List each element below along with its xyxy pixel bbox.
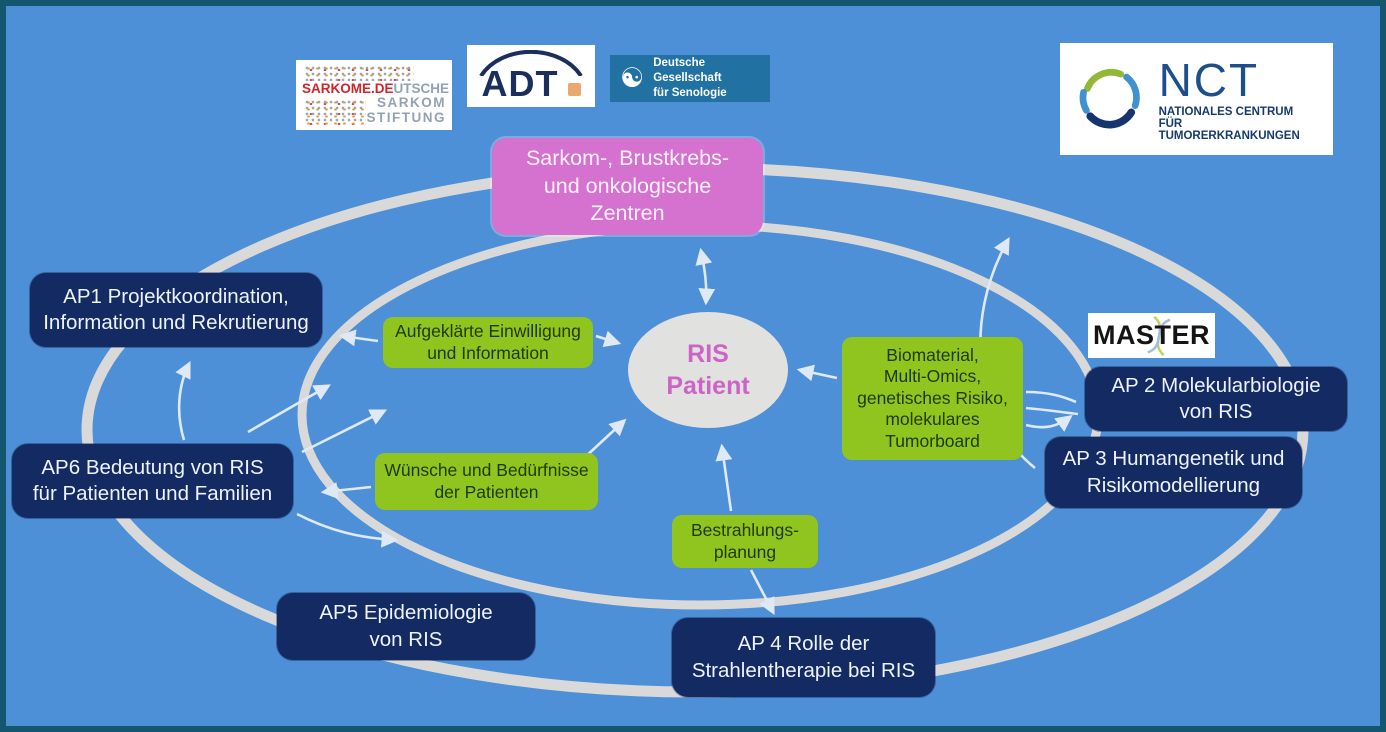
arrow-ap6-right [296,512,399,548]
arrow-ap6-center-1 [247,384,331,434]
nct-subtitle: NATIONALES CENTRUM FÜR TUMORERKRANKUNGEN [1158,105,1300,142]
ap5-label: AP5 Epidemiologie von RIS [319,601,493,651]
master-logo-text: MASTER [1093,320,1210,350]
arrow-wuensche-ap6 [320,482,372,499]
nct-logo: NCT NATIONALES CENTRUM FÜR TUMORERKRANKU… [1060,43,1333,155]
ap6-box: AP6 Bedeutung von RIS für Patienten und … [12,444,293,518]
nct-text: NCT NATIONALES CENTRUM FÜR TUMORERKRANKU… [1159,57,1319,142]
ap4-label: AP 4 Rolle der Strahlentherapie bei RIS [691,632,916,682]
ris-patient-label: RIS Patient [666,339,750,401]
arrow-biomaterial-ap2 [1025,414,1073,432]
hub-zentren-box: Sarkom-, Brustkrebs- und onkologische Ze… [492,138,763,235]
topic-biomaterial-label: Biomaterial, Multi-Omics, genetisches Ri… [857,345,1008,451]
topic-bestrahlung-box: Bestrahlungs- planung [672,515,818,568]
arrow-einwilligung-center [595,330,622,347]
nct-abbr: NCT [1158,53,1260,106]
dna-helix-icon [1147,315,1171,357]
arrow-biomaterial-center [796,364,838,382]
arrow-hub-center [695,247,716,306]
arrow-ap6-ap1 [175,360,191,441]
arrow-einwilligung-ap1 [338,329,379,347]
senologie-line1: Deutsche Gesellschaft [653,57,722,85]
ap1-label: AP1 Projektkoordination, Information und… [43,284,309,334]
ap4-box: AP 4 Rolle der Strahlentherapie bei RIS [672,618,935,697]
ap2-label: AP 2 Molekularbiologie von RIS [1111,373,1321,423]
topic-bestrahlung-label: Bestrahlungs- planung [691,520,799,562]
line-biomaterial-ap2-2 [1025,406,1079,416]
ap3-label: AP 3 Humangenetik und Risikomodellierung [1062,447,1285,497]
adt-logo: ADT [467,45,595,107]
topic-wuensche-label: Wünsche und Bedürfnisse der Patienten [384,460,589,502]
master-logo: MASTER [1088,313,1215,358]
sarkome-line2: SARKOM [377,95,446,111]
sarkome-logo: SARKOME.DEUTSCHE SARKOM STIFTUNG [296,60,452,130]
sarkome-dots-pattern [304,65,414,81]
arrow-bestrahlung-center [715,443,733,512]
adt-orange-square-icon [567,83,581,96]
senologie-logo: ☯ Deutsche Gesellschaft für Senologie [610,55,770,102]
nct-ring-icon [1079,69,1140,129]
topic-biomaterial-box: Biomaterial, Multi-Omics, genetisches Ri… [842,337,1023,460]
topic-einwilligung-box: Aufgeklärte Einwilligung und Information [383,317,593,368]
sarkome-dots-pattern-2 [304,99,366,125]
arrow-wuensche-center [582,418,627,460]
ris-patient-ellipse: RIS Patient [628,312,788,428]
ap1-box: AP1 Projektkoordination, Information und… [30,273,322,347]
line-biomaterial-ap2-1 [1025,390,1077,404]
sarkome-brand-red: SARKOME.DE [302,81,394,96]
yin-yang-icon: ☯ [620,63,645,93]
ap5-box: AP5 Epidemiologie von RIS [277,593,535,660]
sarkome-brand-gray: UTSCHE [393,81,450,96]
hub-zentren-label: Sarkom-, Brustkrebs- und onkologische Ze… [525,145,730,226]
sarkome-line3: STIFTUNG [366,109,446,125]
adt-arc-icon [479,50,583,76]
senologie-line2: für Senologie [653,86,727,99]
senologie-text: Deutsche Gesellschaft für Senologie [653,56,760,101]
adt-logo-text: ADT [481,62,559,104]
arrow-ap6-center-2 [301,409,388,454]
topic-einwilligung-label: Aufgeklärte Einwilligung und Information [395,321,581,363]
topic-wuensche-box: Wünsche und Bedürfnisse der Patienten [375,453,598,510]
ap2-box: AP 2 Molekularbiologie von RIS [1085,367,1347,431]
arrow-bestrahlung-ap4 [749,569,775,615]
sarkome-brand-line: SARKOME.DEUTSCHE [302,81,449,96]
ap3-box: AP 3 Humangenetik und Risikomodellierung [1045,437,1302,508]
ap6-label: AP6 Bedeutung von RIS für Patienten und … [32,455,273,505]
